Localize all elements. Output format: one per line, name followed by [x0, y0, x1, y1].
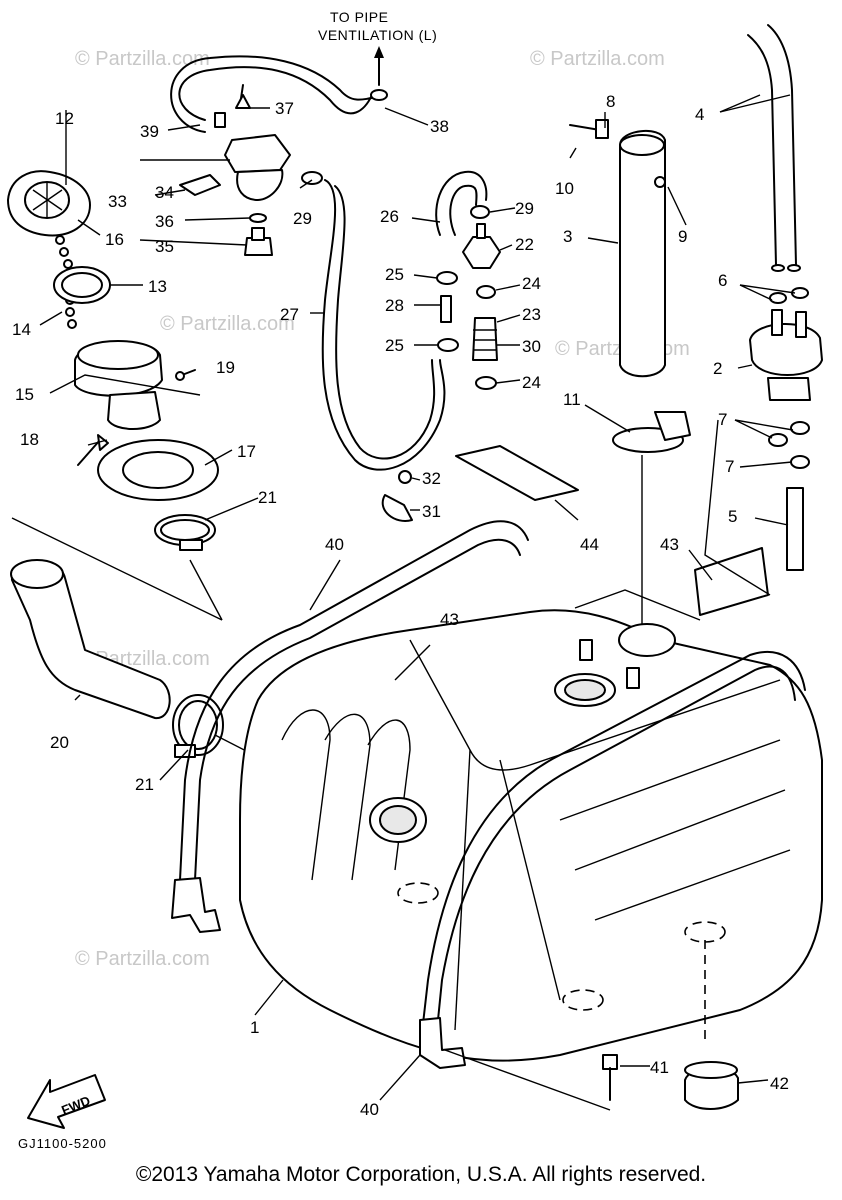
- callout-43b: 43: [660, 535, 679, 554]
- callout-7b: 7: [725, 457, 734, 476]
- callout-13: 13: [148, 277, 167, 296]
- up-arrow-icon: [374, 46, 384, 86]
- valve-assembly: [179, 84, 323, 256]
- callout-20: 20: [50, 733, 69, 752]
- callout-labels: 1 2 3 4 5 6 7 7 8 9 10 11 12 13 14 15 16…: [12, 92, 789, 1119]
- callout-25: 25: [385, 265, 404, 284]
- callout-31: 31: [422, 502, 441, 521]
- callout-23: 23: [522, 305, 541, 324]
- callout-8: 8: [606, 92, 615, 111]
- watermark: © Partzilla.com: [530, 48, 665, 70]
- callout-1: 1: [250, 1018, 259, 1037]
- fuel-cap: [7, 170, 91, 237]
- filler-neck: [74, 340, 163, 430]
- callout-7: 7: [718, 410, 727, 429]
- callout-36: 36: [155, 212, 174, 231]
- callout-35: 35: [155, 237, 174, 256]
- filler-hose: [10, 559, 171, 720]
- callout-26: 26: [380, 207, 399, 226]
- callout-29b: 29: [293, 209, 312, 228]
- pipe-label-line1: TO PIPE: [330, 9, 388, 25]
- callout-41: 41: [650, 1058, 669, 1077]
- callout-27: 27: [280, 305, 299, 324]
- watermark: © Partzilla.com: [75, 948, 210, 970]
- filler-tube: [569, 119, 666, 378]
- callout-21: 21: [258, 488, 277, 507]
- fuel-pump: [749, 287, 823, 401]
- callout-28: 28: [385, 296, 404, 315]
- callout-38: 38: [430, 117, 449, 136]
- callout-24: 24: [522, 274, 541, 293]
- cap-chain: [55, 235, 77, 329]
- callout-15: 15: [15, 385, 34, 404]
- callout-37: 37: [275, 99, 294, 118]
- callout-24b: 24: [522, 373, 541, 392]
- rubber-mount: [684, 1061, 739, 1110]
- callout-33: 33: [108, 192, 127, 211]
- callout-25b: 25: [385, 336, 404, 355]
- vent-hose: [178, 66, 373, 121]
- callout-29: 29: [515, 199, 534, 218]
- fuel-filter-group: [436, 205, 501, 390]
- callout-11: 11: [563, 390, 581, 409]
- leader-lines: [39, 94, 796, 1101]
- callout-3: 3: [563, 227, 572, 246]
- callout-40b: 40: [360, 1100, 379, 1119]
- callout-9: 9: [678, 227, 687, 246]
- callout-32: 32: [422, 469, 441, 488]
- diagram-code: GJ1100-5200: [18, 1136, 107, 1151]
- callout-18: 18: [20, 430, 39, 449]
- callout-12: 12: [55, 109, 74, 128]
- callout-34: 34: [155, 183, 174, 202]
- copyright-notice: ©2013 Yamaha Motor Corporation, U.S.A. A…: [135, 1163, 707, 1186]
- callout-16: 16: [105, 230, 124, 249]
- callout-40: 40: [325, 535, 344, 554]
- callout-19: 19: [216, 358, 235, 377]
- callout-21b: 21: [135, 775, 154, 794]
- callout-6: 6: [718, 271, 727, 290]
- callout-4: 4: [695, 105, 704, 124]
- fuel-tank: [239, 609, 823, 1062]
- callout-17: 17: [237, 442, 256, 461]
- callout-5: 5: [728, 507, 737, 526]
- fwd-arrow-icon: FWD: [27, 1074, 106, 1129]
- callout-22: 22: [515, 235, 534, 254]
- watermark: © Partzilla.com: [160, 313, 295, 335]
- watermark: © Partzilla.com: [75, 48, 210, 70]
- callout-10: 10: [555, 179, 574, 198]
- callout-2: 2: [713, 359, 722, 378]
- callout-30: 30: [522, 337, 541, 356]
- callout-43: 43: [440, 610, 459, 629]
- callout-14: 14: [12, 320, 31, 339]
- callout-39: 39: [140, 122, 159, 141]
- callout-42: 42: [770, 1074, 789, 1093]
- callout-44: 44: [580, 535, 599, 554]
- pipe-label-line2: VENTILATION (L): [318, 27, 437, 43]
